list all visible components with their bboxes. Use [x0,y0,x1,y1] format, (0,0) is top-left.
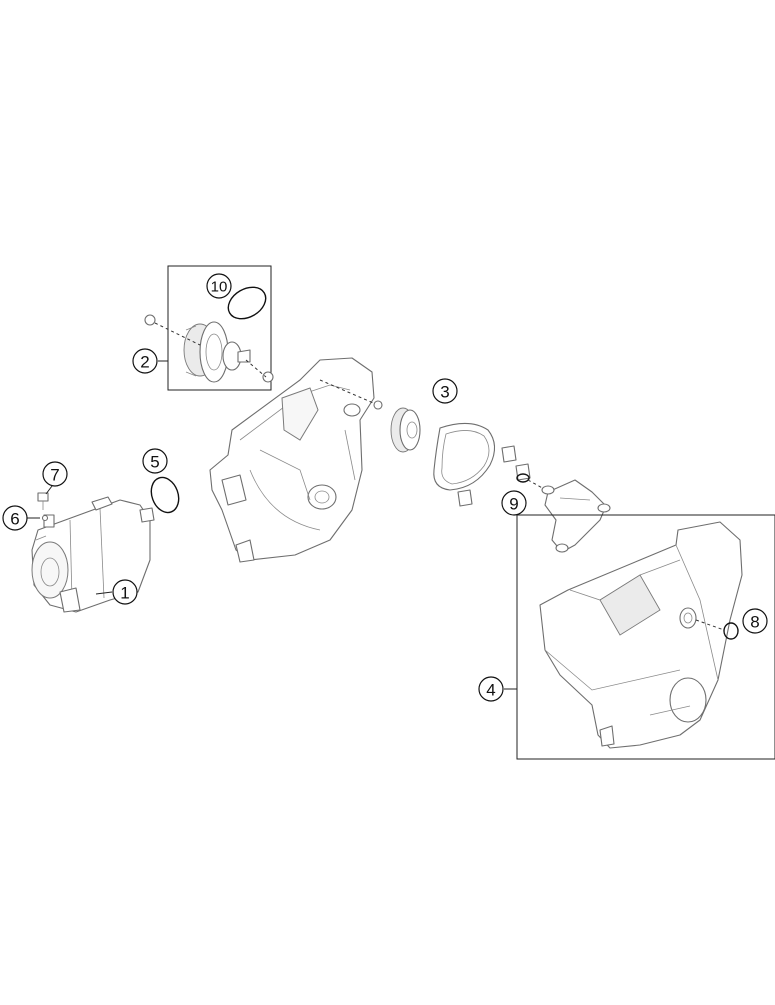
cover-washer [373,400,383,410]
o-ring-5 [150,476,180,514]
callout-3: 3 [432,378,458,404]
callout-6: 6 [2,505,28,531]
callout-7-label: 7 [50,466,59,485]
gasket [433,422,496,491]
callout-3-label: 3 [440,383,449,402]
dowel-pins [457,445,531,507]
callout-4-label: 4 [486,681,495,700]
callout-2: 2 [132,348,158,374]
callout-6-label: 6 [10,510,19,529]
ignition-cover [539,521,743,749]
callout-2-label: 2 [140,353,149,372]
axis-line-8 [695,619,725,631]
axis-line-2b [245,359,267,378]
idler-gear-assembly [144,314,274,383]
callout-1: 1 [112,579,138,605]
assembly-frame-2 [167,265,272,391]
gear-3 [390,407,421,453]
assembly-frame-4 [516,514,775,760]
callout-9-label: 9 [509,495,518,514]
callout-1-label: 1 [120,584,129,603]
leader-7 [45,485,53,495]
starter-motor [31,496,155,613]
o-ring-10 [227,286,267,320]
axis-line-2a [154,322,201,346]
callout-10: 10 [206,273,232,299]
callout-8-label: 8 [750,613,759,632]
callout-5: 5 [142,448,168,474]
washer-9 [516,473,530,483]
callout-7: 7 [42,461,68,487]
leader-1 [95,591,113,595]
callout-10-label: 10 [211,279,228,296]
crankcase-cover [209,357,375,563]
callout-9: 9 [501,490,527,516]
washer-8 [723,622,739,640]
callout-5-label: 5 [150,453,159,472]
starter-bolt [37,492,49,522]
gasket-inner [441,430,490,485]
callout-4: 4 [478,676,504,702]
axis-line-cover [319,379,379,406]
cover-plate [541,479,611,553]
callout-8: 8 [742,608,768,634]
